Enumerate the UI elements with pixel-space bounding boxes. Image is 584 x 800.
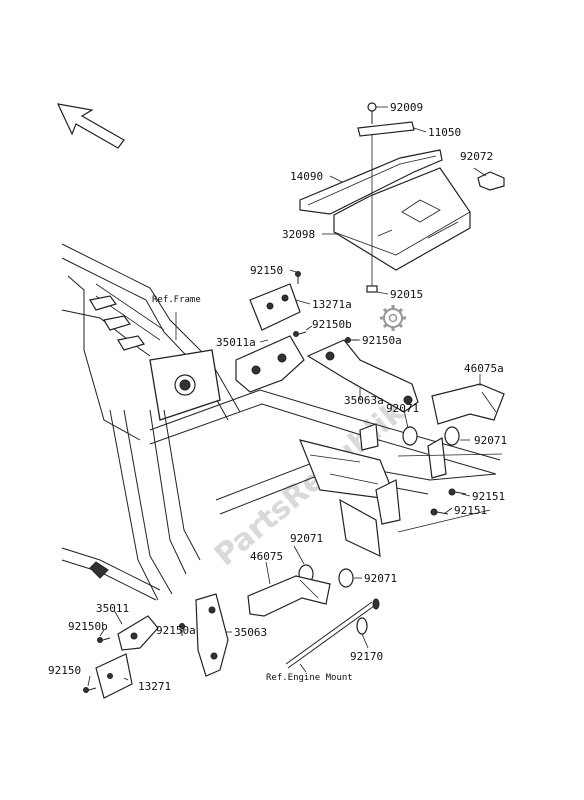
part-35063a-bracket	[306, 339, 419, 413]
part-92151-bolts	[430, 488, 467, 516]
label-92150a-top: 92150a	[362, 334, 402, 347]
label-92151-a: 92151	[472, 490, 505, 503]
label-92150b-top: 92150b	[312, 318, 352, 331]
leader-lines	[87, 106, 503, 687]
part-46075a-arm	[431, 383, 505, 425]
label-32098: 32098	[282, 228, 315, 241]
label-35063: 35063	[234, 626, 267, 639]
label-35011a: 35011a	[216, 336, 256, 349]
direction-arrow-icon	[56, 103, 125, 149]
label-92150b-bot: 92150b	[68, 620, 108, 633]
label-92150-top: 92150	[250, 264, 283, 277]
main-frame	[61, 243, 501, 601]
label-46075: 46075	[250, 550, 283, 563]
part-92170-bolt	[285, 598, 380, 669]
ref-frame-label: Ref.Frame	[152, 295, 201, 305]
label-92071-b: 92071	[474, 434, 507, 447]
part-46075-arm	[247, 575, 331, 617]
label-35063a: 35063a	[344, 394, 384, 407]
label-92071-c: 92071	[290, 532, 323, 545]
label-11050: 11050	[428, 126, 461, 139]
label-92071-a: 92071	[386, 402, 419, 415]
label-14090: 14090	[290, 170, 323, 183]
label-92151-b: 92151	[454, 504, 487, 517]
label-92072: 92072	[460, 150, 493, 163]
label-13271: 13271	[138, 680, 171, 693]
label-13271a: 13271a	[312, 298, 352, 311]
ref-engine-mount-label: Ref.Engine Mount	[266, 673, 353, 683]
gear-icon	[380, 305, 406, 331]
label-92150a-bot: 92150a	[156, 624, 196, 637]
label-92170: 92170	[350, 650, 383, 663]
part-92071-bushings	[298, 426, 460, 588]
top-cover-assembly	[299, 102, 505, 293]
label-92009: 92009	[390, 101, 423, 114]
part-35011a-bracket	[235, 335, 305, 393]
label-46075a: 46075a	[464, 362, 504, 375]
label-92071-d: 92071	[364, 572, 397, 585]
label-35011: 35011	[96, 602, 129, 615]
label-92150-bot: 92150	[48, 664, 81, 677]
label-92015: 92015	[390, 288, 423, 301]
part-35063-bracket	[195, 593, 229, 677]
part-35011-bracket	[117, 615, 159, 651]
part-13271a-plate	[249, 283, 301, 331]
part-small-bolts	[83, 271, 358, 693]
part-13271-plate	[95, 653, 133, 699]
